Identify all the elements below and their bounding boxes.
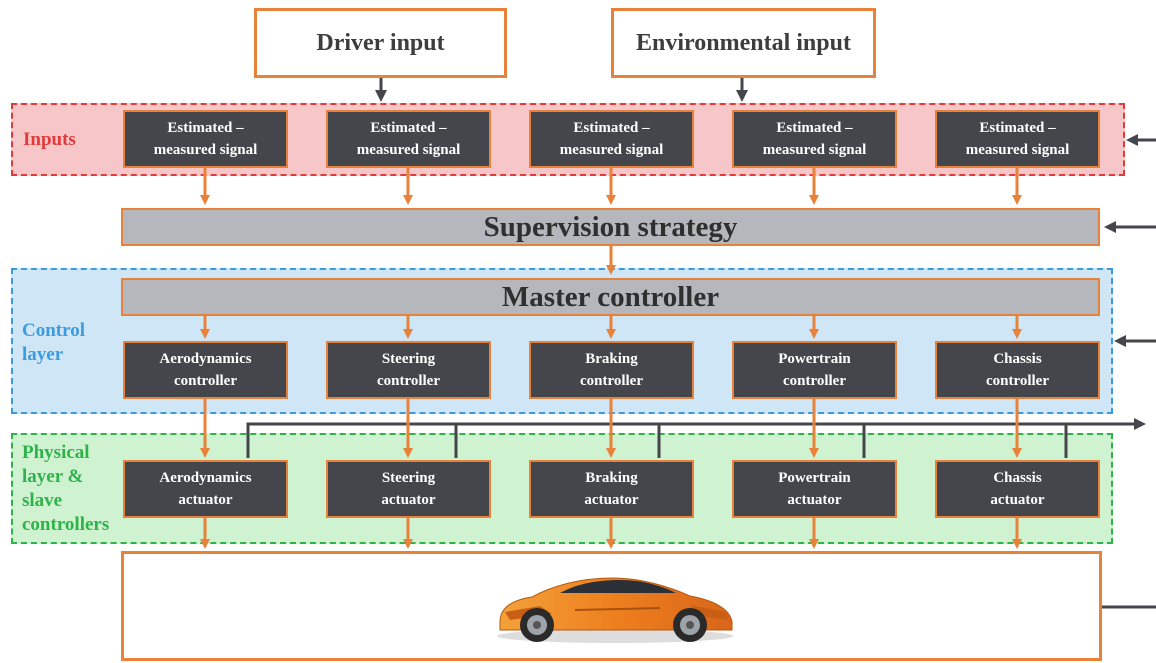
control-layer-label: Control layer bbox=[22, 320, 85, 365]
environmental-input-box: Environmental input bbox=[611, 8, 876, 78]
signal-box: Estimated –measured signal bbox=[529, 110, 694, 168]
signal-box: Estimated –measured signal bbox=[123, 110, 288, 168]
inputs-zone-label: Inputs bbox=[23, 129, 76, 150]
signal-box: Estimated –measured signal bbox=[732, 110, 897, 168]
environmental-input-label: Environmental input bbox=[636, 29, 851, 56]
signal-box: Estimated –measured signal bbox=[326, 110, 491, 168]
car-image bbox=[497, 577, 733, 643]
supervision-strategy-bar: Supervision strategy bbox=[121, 208, 1100, 246]
driver-input-box: Driver input bbox=[254, 8, 507, 78]
driver-input-label: Driver input bbox=[316, 29, 445, 56]
signal-box: Estimated –measured signal bbox=[935, 110, 1100, 168]
physical-layer-label: Physical layer & slave controllers bbox=[22, 442, 110, 535]
master-controller-bar: Master controller bbox=[121, 278, 1100, 316]
